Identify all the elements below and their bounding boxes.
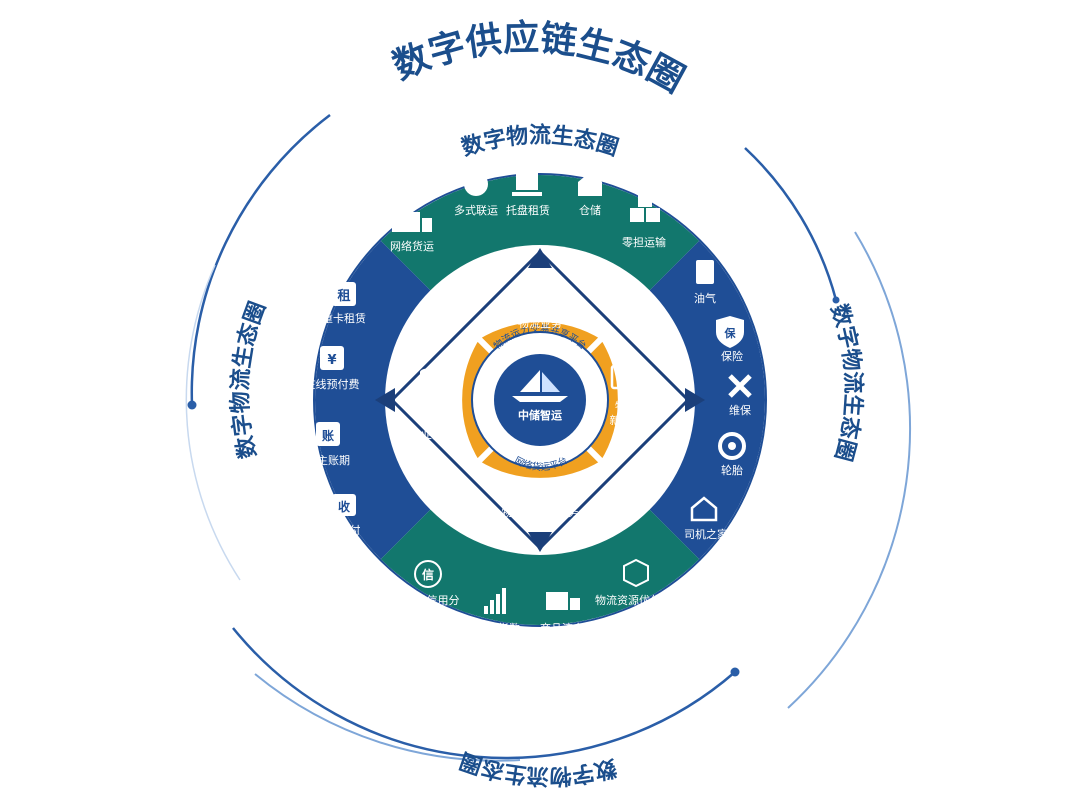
bottom-item-optimize: 物流资源优化 <box>595 558 661 607</box>
core-bottom-label: 物流大数据业务 <box>502 505 579 519</box>
right-item-driver-home: 司机之家 <box>684 496 728 541</box>
coins-icon <box>420 368 444 392</box>
right-items: 油气 保 保险 维保 轮胎 司机之家 <box>684 260 752 541</box>
right-item-maintenance: 维保 <box>728 374 752 417</box>
svg-text:零担运输: 零担运输 <box>622 235 666 249</box>
core-left-content: 物流 金融 业务 <box>420 368 444 441</box>
warehouse-icon <box>578 172 602 196</box>
outer-title: 数字供应链生态圈 <box>387 18 691 101</box>
svg-text:货主账期: 货主账期 <box>306 453 350 467</box>
core-right-label-2: 新消费 <box>610 413 643 427</box>
cube-plus-icon <box>623 558 649 588</box>
bottom-items: 信 会员信用分 物流指数 商品流向 物流资源优化 <box>405 558 661 635</box>
core-left-label-3: 业务 <box>421 428 443 441</box>
svg-text:仓储: 仓储 <box>579 203 601 217</box>
top-item-warehouse: 仓储 <box>578 172 602 217</box>
left-item-billing: 账 货主账期 <box>306 422 350 467</box>
svg-text:维保: 维保 <box>729 403 751 417</box>
boxes-icon <box>630 208 644 222</box>
left-items: 租 重卡租赁 ¥ 在线预付费 账 货主账期 收 收货付 <box>305 282 366 537</box>
svg-text:保: 保 <box>724 326 737 340</box>
core-right-label-3: 业务 <box>615 428 637 441</box>
yen-icon <box>320 346 344 370</box>
svg-text:收: 收 <box>338 499 350 514</box>
core-top-label: 物流业务 <box>518 316 562 330</box>
center-logo-text: 中储智运 <box>518 408 562 422</box>
bottom-item-flow: 商品流向 <box>540 592 584 635</box>
svg-text:账: 账 <box>322 429 334 443</box>
svg-text:商品流向: 商品流向 <box>540 621 584 635</box>
top-items: 网络货运 多式联运 托盘租赁 仓储 零担运输 <box>390 172 666 253</box>
home-heart-icon <box>690 496 718 522</box>
right-item-insurance: 保 保险 <box>716 316 744 363</box>
svg-text:信: 信 <box>422 567 434 582</box>
ring-title-bottom: 数字物流生态圈 <box>457 747 619 789</box>
top-item-freight: 网络货运 <box>390 212 434 253</box>
core-top-content: 物流业务 <box>510 288 562 330</box>
center-logo: 中储智运 <box>512 370 568 422</box>
top-item-multimodal: 多式联运 <box>454 172 498 217</box>
svg-text:重卡租赁: 重卡租赁 <box>322 311 366 325</box>
right-item-fuel: 油气 <box>694 260 716 305</box>
svg-text:物流指数: 物流指数 <box>476 621 520 635</box>
svg-text:会员信用分: 会员信用分 <box>405 594 460 607</box>
fuel-pump-icon <box>696 260 714 284</box>
bill-icon <box>316 422 340 446</box>
right-item-tire: 轮胎 <box>718 432 746 477</box>
left-item-collect: 收 收货付 <box>328 494 361 537</box>
navy-diamond <box>375 248 705 552</box>
svg-text:保险: 保险 <box>721 349 743 363</box>
svg-text:物流资源优化: 物流资源优化 <box>595 593 661 607</box>
svg-text:油气: 油气 <box>694 291 716 305</box>
svg-text:在线预付费: 在线预付费 <box>305 377 360 391</box>
rent-icon <box>332 282 356 306</box>
pallet-icon <box>516 172 538 190</box>
top-item-ltl: 零担运输 <box>622 193 666 249</box>
bar-chart-icon <box>484 606 488 614</box>
core-left-label-2: 金融 <box>421 413 443 427</box>
truck-icon <box>510 288 558 313</box>
trend-icon <box>517 477 561 503</box>
bottom-item-index: 物流指数 <box>476 588 520 635</box>
svg-text:¥: ¥ <box>621 372 630 387</box>
core-right-label-1: 物流 <box>615 399 637 413</box>
svg-text:司机之家: 司机之家 <box>684 527 728 541</box>
svg-text:轮胎: 轮胎 <box>721 463 743 477</box>
top-item-pallet: 托盘租赁 <box>506 172 550 217</box>
svg-text:托盘租赁: 托盘租赁 <box>506 203 550 217</box>
tire-icon <box>718 432 746 460</box>
credit-icon <box>414 560 442 588</box>
svg-text:¥: ¥ <box>327 353 336 368</box>
freight-truck-icon <box>392 212 420 232</box>
left-item-prepay: ¥ 在线预付费 <box>305 346 360 391</box>
left-item-truck-lease: 租 重卡租赁 <box>322 282 366 325</box>
svg-text:网络货运: 网络货运 <box>390 239 434 253</box>
svg-text:收货付: 收货付 <box>328 523 361 537</box>
link-icon <box>464 172 488 196</box>
svg-text:租: 租 <box>337 289 350 304</box>
ring-title-right: 数字物流生态圈 <box>825 301 866 464</box>
shield-icon <box>716 316 744 348</box>
ticket-icon: ¥ <box>610 364 642 390</box>
core-right-content: ¥ 物流 新消费 业务 <box>610 364 643 441</box>
collect-icon <box>332 494 356 516</box>
core-left-label-1: 物流 <box>421 399 443 413</box>
svg-text:多式联运: 多式联运 <box>454 203 498 217</box>
core-bottom-content: 物流大数据业务 <box>502 477 579 519</box>
outer-decor-rings <box>185 114 912 762</box>
tools-icon <box>728 374 752 398</box>
bottom-item-credit: 信 会员信用分 <box>405 560 460 607</box>
ring-title-left: 数字物流生态圈 <box>227 299 271 461</box>
ring-title-top: 数字物流生态圈 <box>458 122 621 161</box>
delivery-truck-icon <box>546 592 568 610</box>
